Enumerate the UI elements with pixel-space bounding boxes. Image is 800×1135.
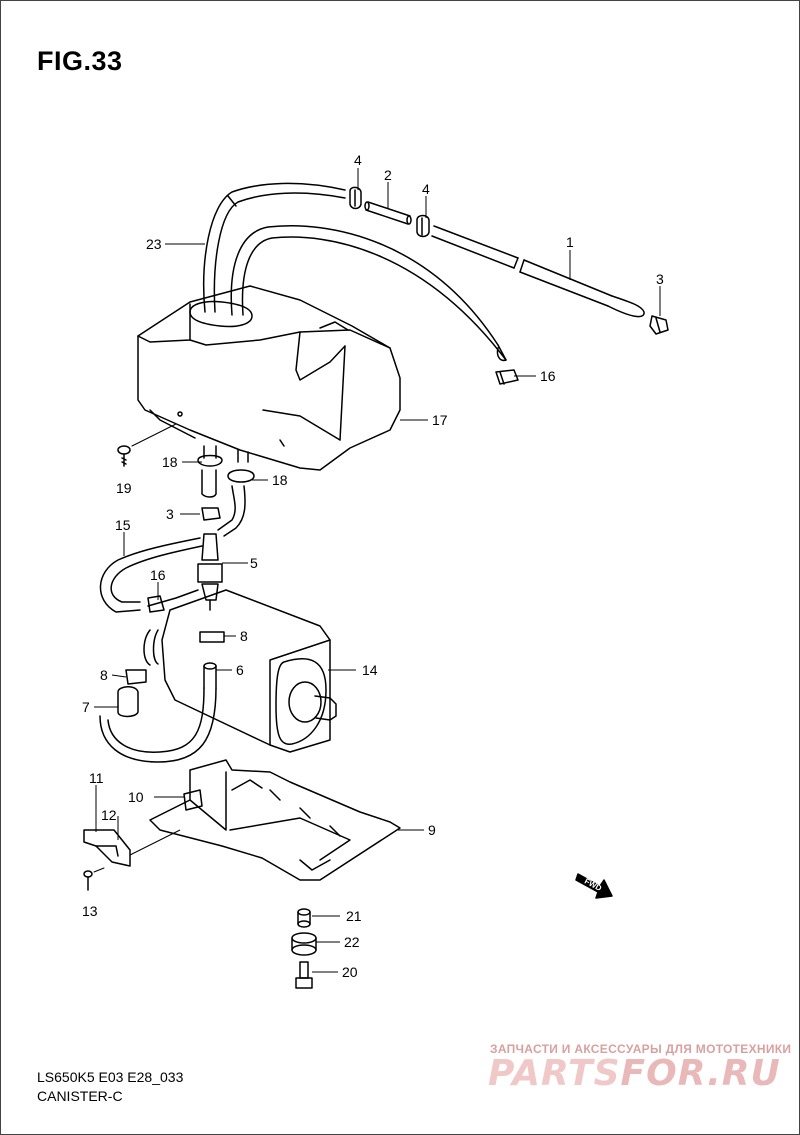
callout-10: 10 bbox=[128, 789, 144, 805]
callout-14: 14 bbox=[362, 662, 378, 678]
clip-11 bbox=[83, 829, 131, 867]
callout-9: 9 bbox=[428, 822, 436, 838]
callout-2: 2 bbox=[384, 167, 392, 183]
callout-22: 22 bbox=[344, 934, 360, 950]
hose-1 bbox=[431, 225, 645, 318]
bracket-9 bbox=[149, 759, 401, 881]
callout-5: 5 bbox=[250, 555, 258, 571]
callout-4b: 4 bbox=[422, 181, 430, 197]
clamp-3b bbox=[201, 507, 221, 521]
callout-11: 11 bbox=[89, 770, 104, 786]
watermark-tagline: ЗАПЧАСТИ И АКСЕССУАРЫ ДЛЯ МОТОТЕХНИКИ bbox=[490, 1042, 792, 1056]
watermark-logo-a: PARTS bbox=[488, 1053, 621, 1094]
screw-19 bbox=[117, 423, 177, 467]
callout-18b: 18 bbox=[272, 472, 288, 488]
figure-title: FIG.33 bbox=[37, 46, 123, 76]
callout-20: 20 bbox=[342, 964, 358, 980]
hose-7 bbox=[117, 686, 139, 718]
part-10 bbox=[183, 789, 203, 811]
model-code: LS650K5 E03 E28_033 bbox=[37, 1069, 184, 1085]
callout-19: 19 bbox=[116, 480, 132, 496]
clamp-16b bbox=[147, 595, 165, 613]
callout-23: 23 bbox=[146, 236, 162, 252]
leader-lines bbox=[94, 168, 661, 973]
collar-21 bbox=[297, 908, 311, 928]
callout-18a: 18 bbox=[162, 454, 178, 470]
clamp-8a bbox=[199, 631, 225, 643]
pipe-2 bbox=[364, 201, 412, 225]
clamp-4a bbox=[349, 186, 362, 210]
callout-8a: 8 bbox=[240, 628, 248, 644]
hose-15 bbox=[99, 537, 203, 613]
callout-8b: 8 bbox=[100, 667, 108, 683]
watermark-logo: PARTSFOR.RU bbox=[488, 1053, 781, 1094]
callout-1: 1 bbox=[566, 234, 574, 250]
hose-23 bbox=[202, 182, 507, 362]
callout-3a: 3 bbox=[656, 271, 664, 287]
callout-6: 6 bbox=[236, 662, 244, 678]
callout-17: 17 bbox=[432, 412, 448, 428]
watermark-logo-b: FOR.RU bbox=[620, 1053, 781, 1094]
callout-3b: 3 bbox=[166, 506, 174, 522]
fwd-arrow-icon bbox=[575, 873, 613, 899]
callout-labels: 1 2 3 3 4 4 5 6 7 8 8 9 10 11 12 13 14 1… bbox=[82, 152, 664, 980]
callout-16a: 16 bbox=[540, 368, 556, 384]
clamp-3a bbox=[649, 315, 669, 335]
callout-12: 12 bbox=[101, 807, 117, 823]
section-name: CANISTER-C bbox=[37, 1088, 123, 1104]
grommet-18a bbox=[197, 445, 223, 498]
clamp-16a bbox=[495, 369, 519, 385]
grommet-18b bbox=[217, 449, 255, 537]
callout-15: 15 bbox=[115, 517, 131, 533]
grommet-22 bbox=[291, 932, 317, 956]
callout-7: 7 bbox=[82, 699, 90, 715]
screw-13 bbox=[83, 867, 105, 891]
clamp-4b bbox=[416, 214, 430, 238]
hose-6 bbox=[99, 662, 217, 763]
tank-17 bbox=[137, 285, 401, 471]
callout-16b: 16 bbox=[150, 567, 166, 583]
callout-21: 21 bbox=[346, 908, 362, 924]
canister-14 bbox=[143, 589, 337, 753]
bolt-20 bbox=[295, 961, 313, 989]
callout-13: 13 bbox=[82, 903, 98, 919]
callout-4a: 4 bbox=[354, 152, 362, 168]
clamp-8b bbox=[125, 669, 147, 685]
valve-5 bbox=[197, 533, 223, 611]
